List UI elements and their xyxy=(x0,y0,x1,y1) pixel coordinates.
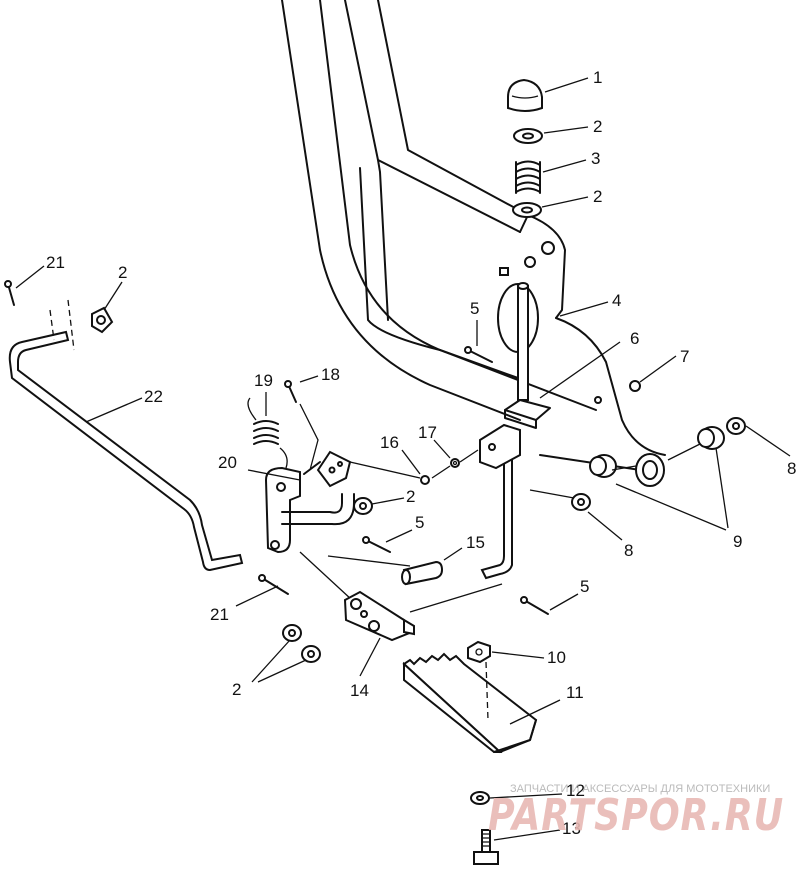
callout-6: 6 xyxy=(630,329,639,348)
plate-clip xyxy=(316,450,352,488)
bolt-21-top xyxy=(4,280,15,306)
clip-17 xyxy=(450,458,460,468)
linkage-rod xyxy=(8,330,244,572)
callout-16: 16 xyxy=(380,433,399,452)
foot-pedal xyxy=(402,652,538,754)
spring-19 xyxy=(247,397,288,469)
frame-tube xyxy=(281,0,529,421)
pivot-bracket xyxy=(479,423,521,470)
watermark-logo: PARTSPOR.RU xyxy=(488,790,784,841)
callout-12: 12 xyxy=(566,781,585,800)
callout-2: 2 xyxy=(593,117,602,136)
callout-8: 8 xyxy=(787,459,796,478)
callout-13: 13 xyxy=(562,819,581,838)
washer-12 xyxy=(470,791,490,805)
watermark-tagline: ЗАПЧАСТИ И АКСЕССУАРЫ ДЛЯ МОТОТЕХНИКИ xyxy=(510,783,770,795)
rubber-cap xyxy=(507,78,543,112)
bolt-13 xyxy=(473,829,499,865)
pin-15 xyxy=(401,560,444,586)
bolt-5-upper xyxy=(464,346,493,363)
washer-8-right xyxy=(726,417,746,435)
bolt-21-lower xyxy=(258,574,289,595)
callout-2: 2 xyxy=(406,487,415,506)
callout-1: 1 xyxy=(593,68,602,87)
control-rod xyxy=(480,282,551,580)
callout-22: 22 xyxy=(144,387,163,406)
callout-2: 2 xyxy=(118,263,127,282)
callout-10: 10 xyxy=(547,648,566,667)
callout-3: 3 xyxy=(591,149,600,168)
callout-21: 21 xyxy=(210,605,229,624)
spring xyxy=(515,160,541,194)
callout-21: 21 xyxy=(46,253,65,272)
assembly-lines-mid xyxy=(349,449,479,479)
pin-18 xyxy=(284,380,297,403)
bushing-upper-right xyxy=(697,426,725,450)
callout-4: 4 xyxy=(612,291,621,310)
callout-8: 8 xyxy=(624,541,633,560)
callout-2: 2 xyxy=(593,187,602,206)
watermark: ЗАПЧАСТИ И АКСЕССУАРЫ ДЛЯ МОТОТЕХНИКИ PA… xyxy=(488,783,784,841)
callout-labels: 1 2 3 2 4 5 6 7 8 9 8 21 2 22 19 18 16 1… xyxy=(46,68,796,838)
callout-18: 18 xyxy=(321,365,340,384)
callout-11: 11 xyxy=(566,683,584,702)
washer-8-lower xyxy=(571,493,591,511)
dash-lines-left xyxy=(49,299,75,351)
assembly-line-bolt xyxy=(409,583,503,613)
nut-7 xyxy=(629,380,641,392)
callout-19: 19 xyxy=(254,371,273,390)
washer-bottom xyxy=(512,202,542,218)
assembly-lines-pin xyxy=(299,551,411,601)
pedal-bracket xyxy=(343,590,415,642)
callout-5: 5 xyxy=(580,577,589,596)
callout-20: 20 xyxy=(218,453,237,472)
bolt-5-lower xyxy=(520,596,549,615)
washer-2-mid xyxy=(353,497,373,515)
washer-2-left xyxy=(91,306,114,334)
callout-15: 15 xyxy=(466,533,485,552)
nut-10 xyxy=(467,640,491,664)
leader-lines xyxy=(15,77,791,841)
bolt-5-mid xyxy=(362,536,391,553)
callout-14: 14 xyxy=(350,681,369,700)
callout-17: 17 xyxy=(418,423,437,442)
washers-2-bottom xyxy=(282,624,321,663)
bushing-lower xyxy=(589,454,617,478)
callout-9: 9 xyxy=(733,532,742,551)
washer-top xyxy=(513,128,543,144)
callout-5: 5 xyxy=(470,299,479,318)
bolt-16 xyxy=(420,475,430,485)
callout-5: 5 xyxy=(415,513,424,532)
assembly-lines-right xyxy=(529,443,701,499)
callout-2: 2 xyxy=(232,680,241,699)
callout-7: 7 xyxy=(680,347,689,366)
lever-connector xyxy=(303,461,321,475)
bushing-large xyxy=(635,453,665,487)
spring-hook-line xyxy=(299,403,319,471)
